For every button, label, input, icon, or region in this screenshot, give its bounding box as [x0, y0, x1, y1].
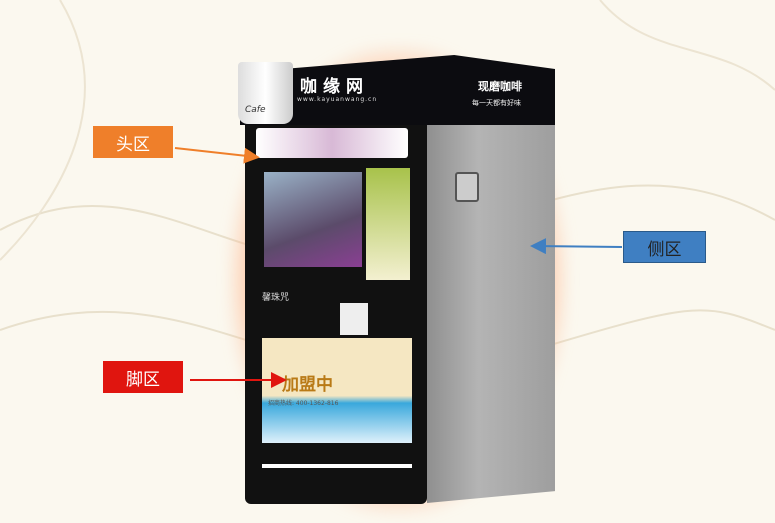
video-screen — [264, 172, 362, 267]
foot-advert — [262, 338, 412, 443]
cup-text: Cafe — [245, 105, 266, 115]
drink-menu — [366, 168, 410, 280]
brand-url: www.kayuanwang.cn — [297, 96, 378, 103]
ad-headline: 加盟中 — [282, 375, 333, 395]
mid-text: 馨珠咒 — [262, 293, 290, 303]
bottom-light — [262, 464, 412, 468]
head-banner — [256, 128, 408, 158]
cup-window — [340, 303, 368, 335]
brand-logo: 咖缘网 — [300, 77, 369, 97]
head-arrow — [174, 147, 260, 164]
side-title: 现磨咖啡 — [478, 80, 522, 93]
side-subtitle: 每一天都有好味 — [472, 99, 521, 107]
ad-phone: 招商热线: 400-1362-816 — [268, 400, 339, 407]
side-arrow — [530, 238, 623, 255]
label-side-zone: 侧区 — [623, 231, 706, 263]
machine-side-panel — [427, 108, 555, 503]
cup-sign — [238, 62, 293, 124]
label-head-zone: 头区 — [93, 126, 173, 158]
cup-holder — [455, 172, 479, 202]
label-foot-zone: 脚区 — [103, 361, 183, 393]
